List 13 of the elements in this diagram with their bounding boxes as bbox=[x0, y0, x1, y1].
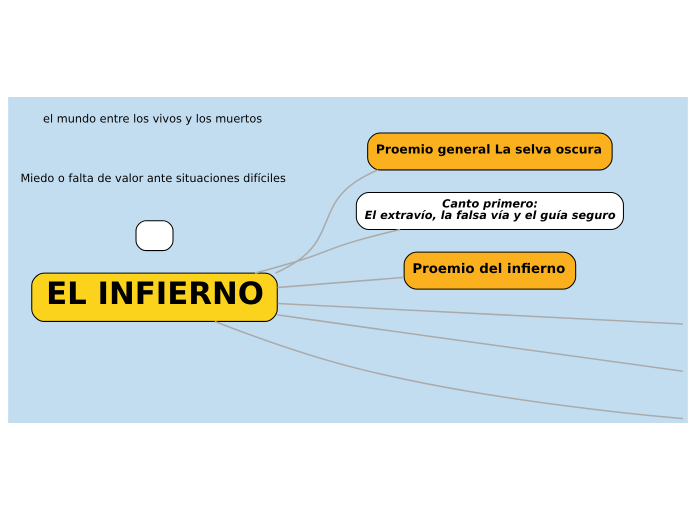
node-box: EL INFIERNO bbox=[31, 272, 278, 322]
connector bbox=[278, 302, 684, 325]
connector bbox=[275, 169, 378, 274]
connector bbox=[254, 228, 400, 274]
node-box: Proemio general La selva oscura bbox=[367, 132, 613, 170]
node-text: Miedo o falta de valor ante situaciones difíciles bbox=[20, 172, 286, 186]
node-box: Canto primero: El extravío, la falsa vía y el guía seguro bbox=[356, 192, 624, 230]
node-text: el mundo entre los vivos y los muertos bbox=[43, 112, 262, 126]
node-box: Proemio del infierno bbox=[404, 252, 576, 290]
connector bbox=[277, 276, 404, 288]
connector bbox=[214, 320, 683, 420]
node-box bbox=[136, 220, 174, 252]
connector bbox=[277, 314, 683, 372]
